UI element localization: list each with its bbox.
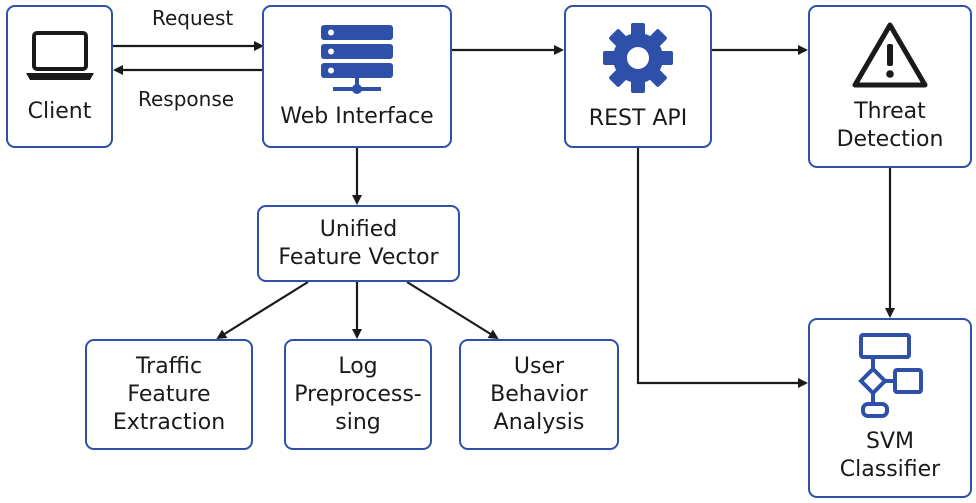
- traffic-feature-extraction-node: Traffic Feature Extraction: [85, 339, 253, 450]
- svm-classifier-label: SVM Classifier: [839, 429, 941, 482]
- laptop-icon: [25, 30, 94, 80]
- request-label: Request: [152, 6, 234, 30]
- user-behavior-analysis-label: User Behavior Analysis: [490, 353, 588, 435]
- rest-api-node: REST API: [564, 5, 712, 148]
- flowchart-icon: [858, 333, 923, 418]
- response-label: Response: [138, 87, 235, 111]
- edge-vector-to-traffic: [216, 281, 309, 340]
- gear-icon: [603, 22, 673, 93]
- log-preprocessing-node: Log Preprocess- sing: [284, 339, 432, 450]
- warning-icon: [852, 22, 928, 87]
- threat-detection-label: Threat Detection: [836, 98, 944, 152]
- traffic-feature-extraction-label: Traffic Feature Extraction: [112, 353, 226, 435]
- user-behavior-analysis-node: User Behavior Analysis: [459, 339, 619, 450]
- svm-classifier-node: SVM Classifier: [808, 318, 972, 498]
- server-icon: [321, 24, 393, 94]
- edge-api-to-svm: [636, 148, 808, 388]
- client-label: Client: [27, 98, 92, 124]
- unified-feature-vector-node: Unified Feature Vector: [257, 205, 460, 282]
- client-node: Client: [6, 5, 113, 148]
- unified-feature-vector-label: Unified Feature Vector: [278, 216, 439, 270]
- edge-vector-to-behavior: [406, 281, 499, 340]
- web-interface-label: Web Interface: [280, 103, 434, 129]
- rest-api-label: REST API: [588, 105, 688, 131]
- threat-detection-node: Threat Detection: [808, 5, 972, 168]
- log-preprocessing-label: Log Preprocess- sing: [294, 353, 422, 435]
- web-interface-node: Web Interface: [262, 5, 452, 148]
